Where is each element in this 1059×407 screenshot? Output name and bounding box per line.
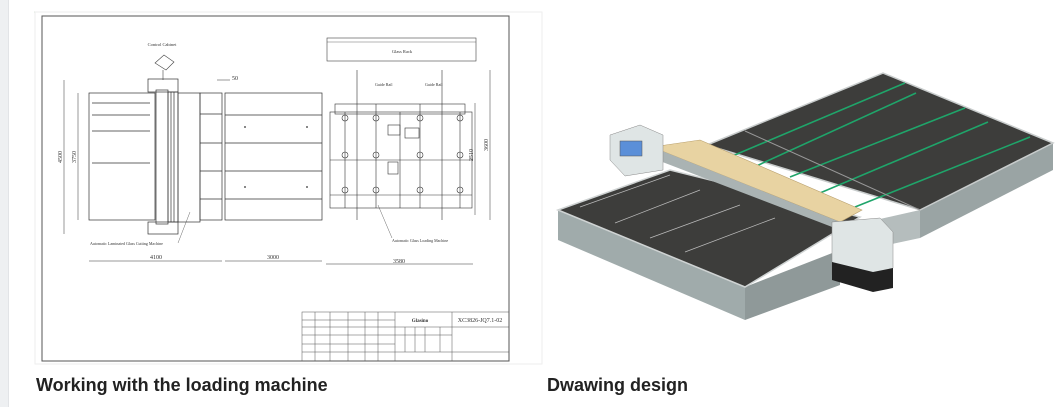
caption-drawing-design: Dwawing design — [547, 375, 689, 395]
control-screen — [619, 140, 643, 157]
title-block-drawing-number: XC3826-JQ7.1-02 — [458, 318, 503, 324]
dim-height-outer: 4500 — [58, 151, 64, 163]
glass-rack-label: Glass Rack — [392, 49, 413, 54]
cutting-machine-label: Automatic Laminated Glass Cutting Machin… — [90, 241, 163, 246]
render-svg — [555, 72, 1055, 320]
guide-rail-left-label: Guide Rail — [375, 82, 393, 87]
dim-cutter-width: 4100 — [150, 255, 162, 261]
title-block-company: Glasino — [412, 319, 429, 324]
dim-gap: 50 — [232, 76, 238, 82]
caption-loading-machine: Working with the loading machine — [36, 375, 328, 395]
dim-height-inner: 3750 — [72, 151, 78, 163]
left-scroll-gutter — [0, 0, 9, 407]
glass-cutting-table-3d-render — [553, 60, 1059, 350]
guide-rail-right-label: Guide Rail — [425, 82, 443, 87]
layout-drawing-svg: Control Cabinet Glass Rack Guide Rail Gu… — [34, 11, 543, 365]
dim-loader-inner: 2510 — [469, 149, 475, 161]
control-cabinet-label: Control Cabinet — [148, 42, 178, 47]
dim-loader-outer: 3600 — [484, 139, 490, 151]
loading-machine-layout-drawing: Control Cabinet Glass Rack Guide Rail Gu… — [34, 10, 544, 365]
dim-table-width: 3000 — [267, 255, 279, 261]
dim-loader-width: 3580 — [393, 259, 405, 265]
loading-machine-label: Automatic Glass Loading Machine — [392, 238, 448, 243]
